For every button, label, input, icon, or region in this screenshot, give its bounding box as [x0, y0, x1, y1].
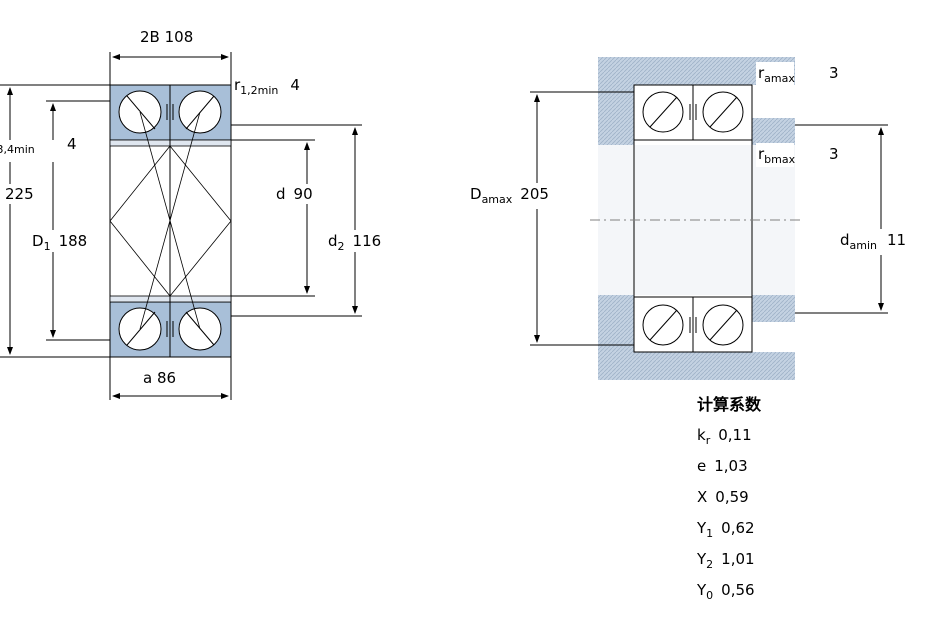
- r-amax-label: ramax: [758, 64, 795, 85]
- dim-r34-label: r3,4min: [0, 143, 35, 156]
- r-bmax-value: 3: [829, 145, 839, 163]
- r-bmax-label: rbmax: [758, 145, 796, 166]
- dim-D-label: 225: [5, 185, 34, 203]
- contact-lines: [109, 111, 232, 330]
- right-dimension-lines: [534, 94, 884, 343]
- dim-2b-label: 2B 108: [140, 28, 193, 46]
- right-balls: [642, 91, 744, 346]
- left-extension-lines: [0, 52, 362, 400]
- left-dimension-lines: [7, 54, 358, 399]
- r-amax-value: 3: [829, 64, 839, 82]
- factors-title: 计算系数: [697, 395, 762, 414]
- dim-a-label: a 86: [143, 369, 176, 387]
- housing-bottom-hatch: [598, 352, 795, 380]
- right-extension-lines: [530, 91, 888, 346]
- dim-r34-value: 4: [67, 135, 77, 153]
